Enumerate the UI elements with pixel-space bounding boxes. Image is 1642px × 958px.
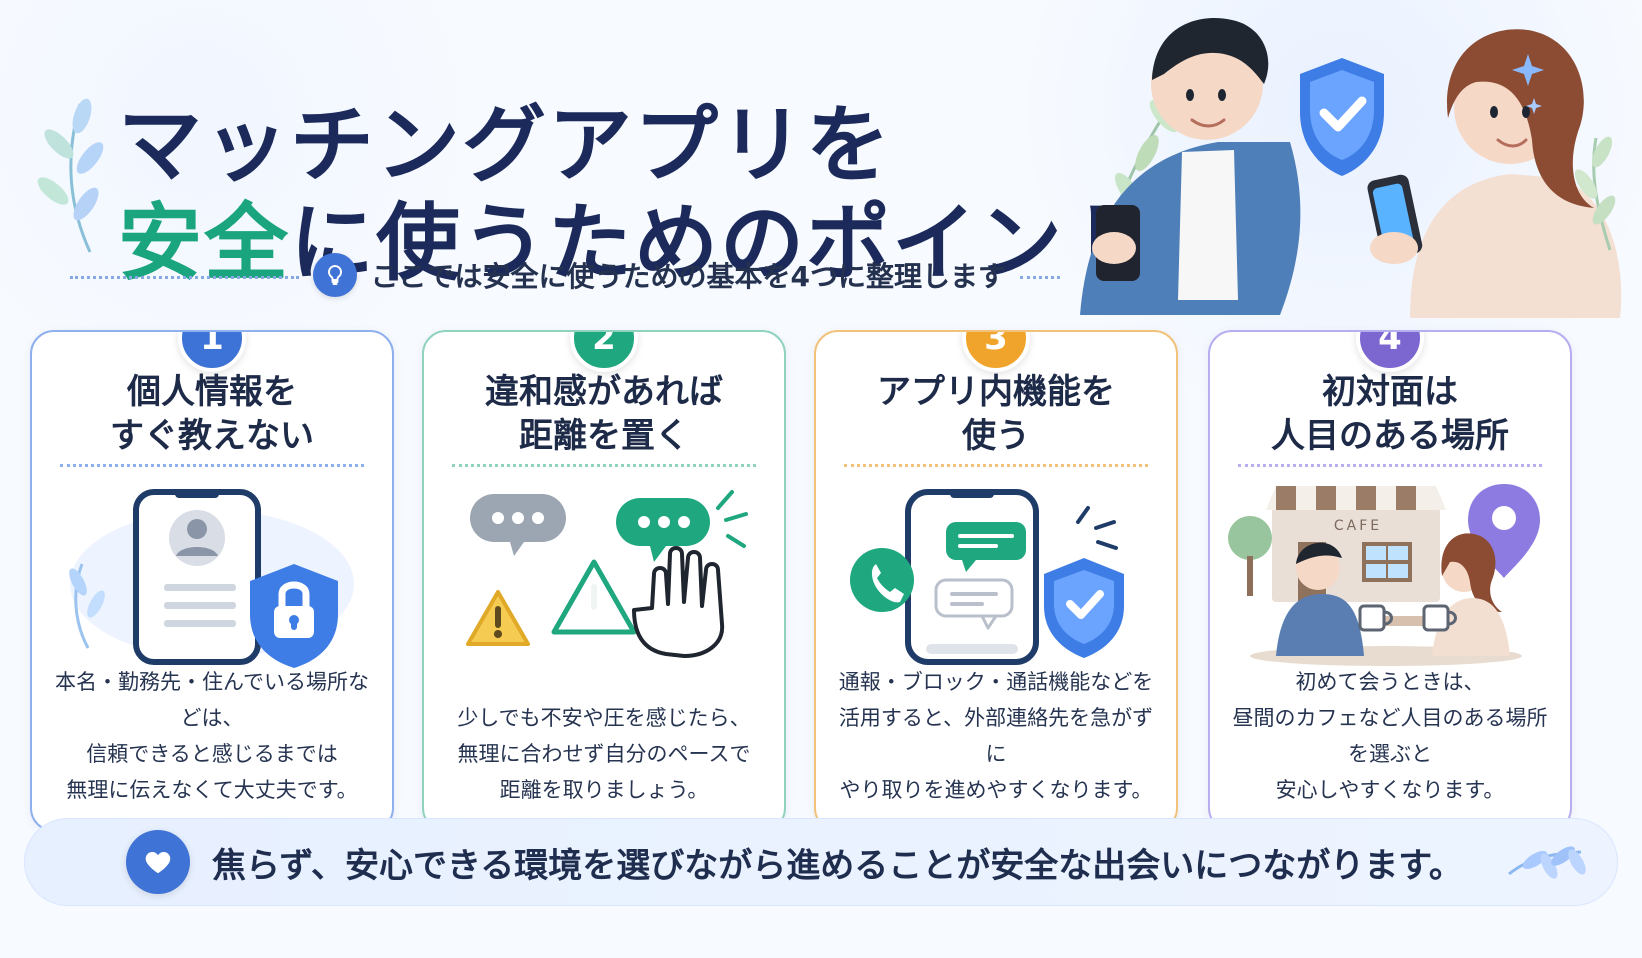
footer-message-bar: 焦らず、安心できる環境を選びながら進めることが安全な出会いにつながります。 [24,818,1618,906]
title-line-1: マッチングアプリを [118,96,893,195]
leaf-decoration-icon [37,98,104,253]
subtitle-row: ここでは安全に使うための基本を4つに整理します [70,250,1060,300]
card-number-badge: 3 [962,332,1030,372]
hero-people-illustration [1080,18,1622,318]
leaf-cluster-right-icon [1574,136,1616,251]
card-description: 通報・ブロック・通話機能などを 活用すると、外部連絡先を急がずに やり取りを進め… [838,670,1154,802]
safety-card-1: 1 個人情報を すぐ教えない 本名・勤務先・住んでいる場所などは、 信頼でき [30,330,394,832]
subtitle-text: ここでは安全に使うための基本を4つに整理します [370,260,1007,293]
card-number-badge: 1 [178,332,246,372]
subtitle-dots-right [1020,275,1060,279]
phone-shield-icon [850,489,1124,665]
card-number-badge: 4 [1356,332,1424,372]
card-title: 初対面は 人目のある場所 [1271,372,1509,456]
card-title: 個人情報を すぐ教えない [110,372,314,456]
leaf-decoration-icon [69,563,105,649]
safety-card-4: 4 初対面は 人目のある場所 CAFE [1208,330,1572,832]
card-description: 本名・勤務先・住んでいる場所などは、 信頼できると感じるまでは 無理に伝えなくて… [55,670,369,802]
card-divider [60,464,364,467]
title-line-2-rest: に使うためのポイント [290,194,1151,293]
card-divider [452,464,756,467]
card-description: 初めて会うときは、 昼間のカフェなど人目のある場所を選ぶと 安心しやすくなります… [1232,670,1548,802]
card-divider [1238,464,1542,467]
card-number-badge: 2 [570,332,638,372]
leaf-decoration-icon [1507,846,1586,879]
safety-card-3: 3 アプリ内機能を 使う 通報・ブロック・通話機能などを 活用すると、外部連絡先… [814,330,1178,832]
card-description: 少しでも不安や圧を感じたら、 無理に合わせず自分のペースで 距離を取りましょう。 [457,706,751,802]
card-divider [844,464,1148,467]
safety-points-grid: 1 個人情報を すぐ教えない 本名・勤務先・住んでいる場所などは、 信頼でき [30,330,1612,832]
card-title: アプリ内機能を 使う [877,372,1115,456]
cafe-meeting-icon: CAFE [1228,484,1540,666]
shield-check-icon [1300,58,1384,176]
profile-lock-icon [69,489,354,668]
footer-message: 焦らず、安心できる環境を選びながら進めることが安全な出会いにつながります。 [212,845,1463,886]
warning-chat-hand-icon [466,490,748,658]
cafe-sign: CAFE [1334,518,1382,534]
lightbulb-icon [312,253,357,297]
woman-illustration [1367,29,1622,318]
card-title: 違和感があれば 距離を置く [485,372,723,456]
man-illustration [1080,18,1301,315]
subtitle-dots-left [70,275,299,279]
heart-icon [126,830,190,894]
sparkle-icon [1512,54,1544,114]
safety-card-2: 2 違和感があれば 距離を置く 少しでも不安や圧を感じたら、 無理に合わせず自分… [422,330,786,832]
